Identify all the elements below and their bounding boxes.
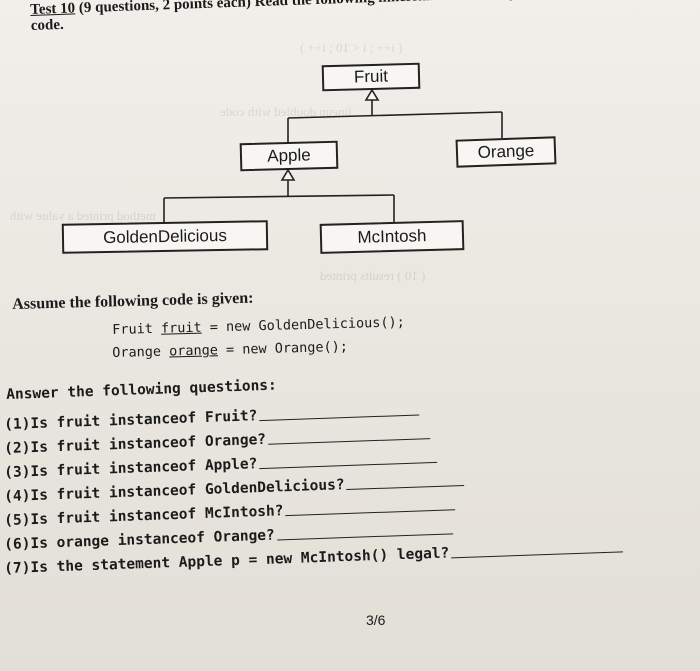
code-assignment: = new GoldenDelicious(); <box>201 314 405 336</box>
code-line-fruit: Fruit fruit = new GoldenDelicious(); <box>112 314 405 338</box>
class-name-mcintosh: McIntosh <box>357 226 427 247</box>
class-box-mcintosh: McIntosh <box>319 220 465 254</box>
page-number: 3/6 <box>366 612 386 628</box>
answer-blank[interactable] <box>268 437 431 445</box>
question-text: (4)Is fruit instanceof GoldenDelicious? <box>4 477 345 505</box>
code-line-orange: Orange orange = new Orange(); <box>112 339 348 361</box>
answer-blank[interactable] <box>276 532 453 541</box>
inheritance-arrowhead <box>364 88 380 101</box>
class-box-apple: Apple <box>239 140 339 172</box>
questions-heading: Answer the following questions: <box>6 377 278 403</box>
class-box-orange: Orange <box>455 136 557 168</box>
code-type: Fruit <box>112 320 162 338</box>
code-variable: fruit <box>160 319 202 337</box>
answer-blank[interactable] <box>346 483 465 491</box>
code-type: Orange <box>112 343 170 361</box>
question-text: (1)Is fruit instanceof Fruit? <box>4 408 258 433</box>
answer-blank[interactable] <box>285 508 456 517</box>
question-text: (3)Is fruit instanceof Apple? <box>4 456 258 481</box>
connector-line <box>163 194 395 199</box>
class-name-fruit: Fruit <box>353 66 389 87</box>
class-box-golden-delicious: GoldenDelicious <box>61 220 269 254</box>
class-name-golden-delicious: GoldenDelicious <box>102 225 228 248</box>
class-name-orange: Orange <box>477 141 535 162</box>
code-assignment: = new Orange(); <box>217 338 349 359</box>
code-variable: orange <box>168 342 219 360</box>
answer-blank[interactable] <box>259 460 438 470</box>
answer-blank[interactable] <box>259 413 420 422</box>
inheritance-diagram <box>163 88 503 222</box>
question-text: (6)Is orange instanceof Orange? <box>4 527 276 553</box>
connector-line <box>287 111 503 119</box>
inheritance-arrowhead <box>280 168 296 181</box>
answer-blank[interactable] <box>451 550 624 559</box>
class-name-apple: Apple <box>266 145 311 166</box>
question-text: (5)Is fruit instanceof McIntosh? <box>4 503 284 529</box>
class-box-fruit: Fruit <box>321 62 421 92</box>
question-text: (2)Is fruit instanceof Orange? <box>4 431 267 457</box>
code-intro: Assume the following code is given: <box>12 289 254 313</box>
